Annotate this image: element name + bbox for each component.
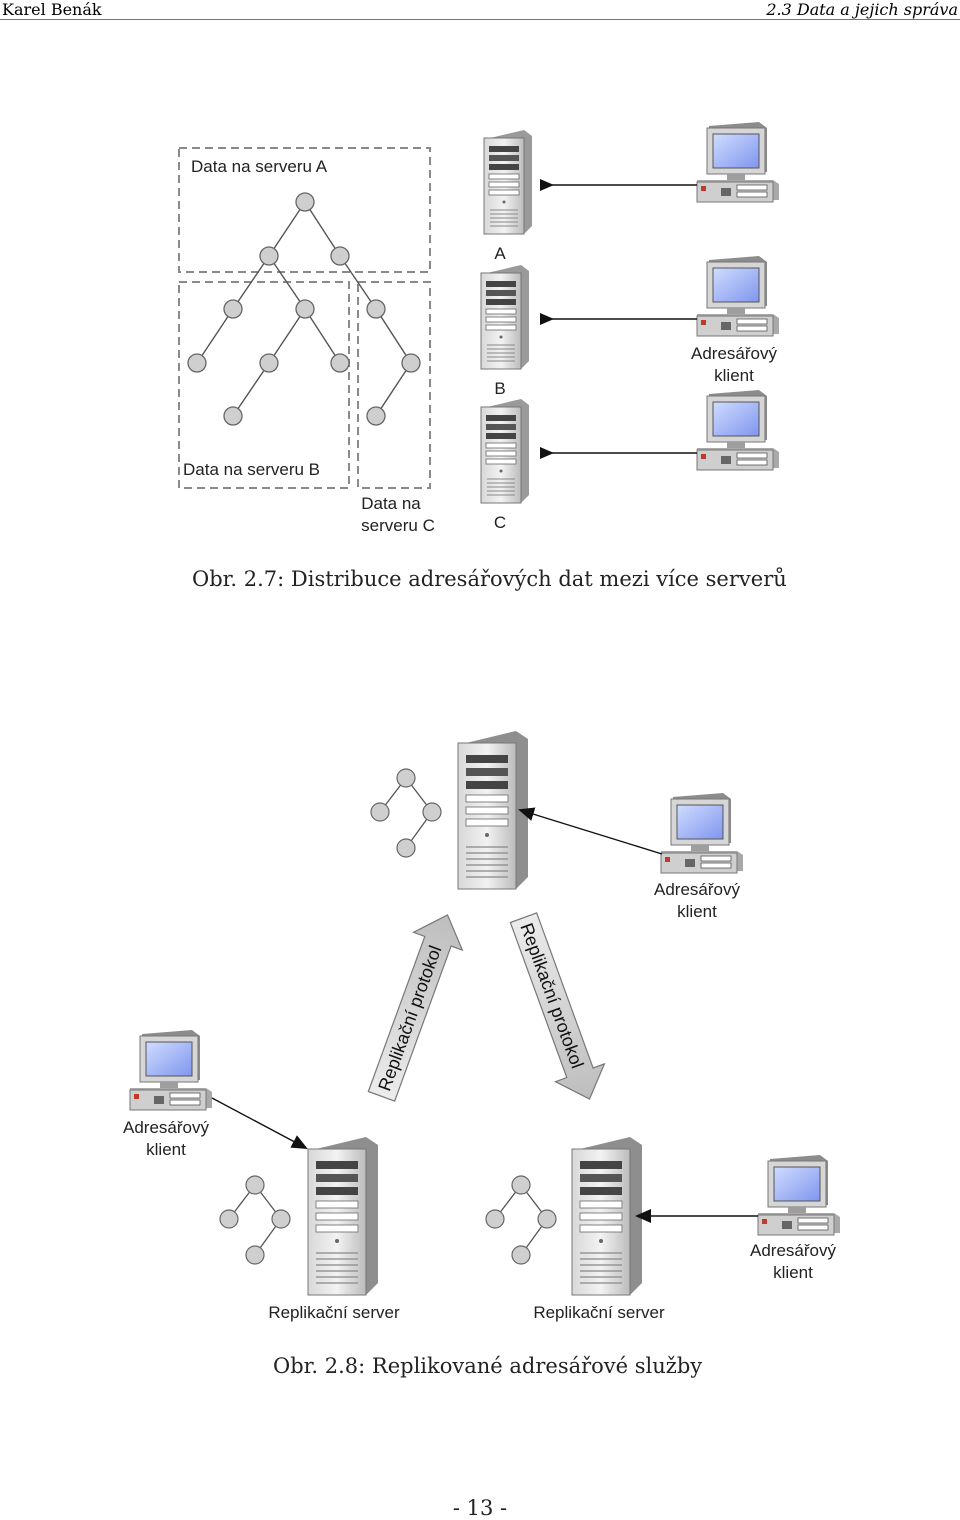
replica-right-server xyxy=(571,1136,643,1296)
directory-tree-nodes xyxy=(187,192,421,426)
client-b xyxy=(696,255,780,337)
replication-protocol-right-label: Replikační protokol xyxy=(516,920,587,1071)
replica-right-label: Replikační server xyxy=(533,1303,665,1322)
directory-tree-edges xyxy=(196,201,412,417)
arrow-client-to-replica-left xyxy=(211,1097,308,1149)
header-section: 2.3 Data a jejich správa xyxy=(766,0,958,19)
client-right-label-line1: Adresářový xyxy=(750,1241,836,1260)
replica-left-server xyxy=(307,1136,379,1296)
server-c-label: C xyxy=(494,513,506,532)
replication-protocol-left-label: Replikační protokol xyxy=(374,943,445,1094)
label-data-server-a: Data na serveru A xyxy=(191,157,328,176)
server-a-label: A xyxy=(494,244,506,263)
client-label-line1: Adresářový xyxy=(691,344,777,363)
replication-arrow-left: Replikační protokol xyxy=(367,914,464,1102)
master-tree-icon xyxy=(370,768,442,858)
replication-arrow-right: Replikační protokol xyxy=(509,912,606,1100)
client-top-right-label-line2: klient xyxy=(677,902,717,921)
figure-distribution: Data na serveru A Data na serveru B Data… xyxy=(178,121,780,535)
client-a xyxy=(696,121,780,203)
arrow-client-to-master xyxy=(518,807,663,855)
client-left xyxy=(129,1029,213,1111)
master-server xyxy=(457,730,529,890)
server-b-label: B xyxy=(494,379,505,398)
server-c xyxy=(480,398,530,504)
label-data-server-c-line1: Data na xyxy=(361,494,421,513)
figure1-caption: Obr. 2.7: Distribuce adresářových dat me… xyxy=(192,567,787,591)
header-author: Karel Benák xyxy=(2,0,102,19)
page-number: - 13 - xyxy=(452,1496,508,1520)
figure2-caption: Obr. 2.8: Replikované adresářové služby xyxy=(273,1354,703,1378)
client-right xyxy=(757,1154,841,1236)
client-left-label-line2: klient xyxy=(146,1140,186,1159)
replica-right-tree-icon xyxy=(485,1175,557,1265)
label-data-server-c-line2: serveru C xyxy=(361,516,435,535)
client-c xyxy=(696,389,780,471)
partition-box-c xyxy=(357,281,431,489)
client-right-label-line2: klient xyxy=(773,1263,813,1282)
server-a xyxy=(483,129,533,235)
partition-box-a xyxy=(178,147,431,273)
replica-left-tree-icon xyxy=(219,1175,291,1265)
client-top-right-label-line1: Adresářový xyxy=(654,880,740,899)
header-rule xyxy=(0,19,960,20)
server-b xyxy=(480,264,530,370)
partition-box-b xyxy=(178,281,350,489)
client-left-label-line1: Adresářový xyxy=(123,1118,209,1137)
label-data-server-b: Data na serveru B xyxy=(183,460,320,479)
client-label-line2: klient xyxy=(714,366,754,385)
figure-replication: Adresářový klient Replikační protokol Re… xyxy=(123,730,841,1322)
client-top-right xyxy=(660,792,744,874)
replica-left-label: Replikační server xyxy=(268,1303,400,1322)
